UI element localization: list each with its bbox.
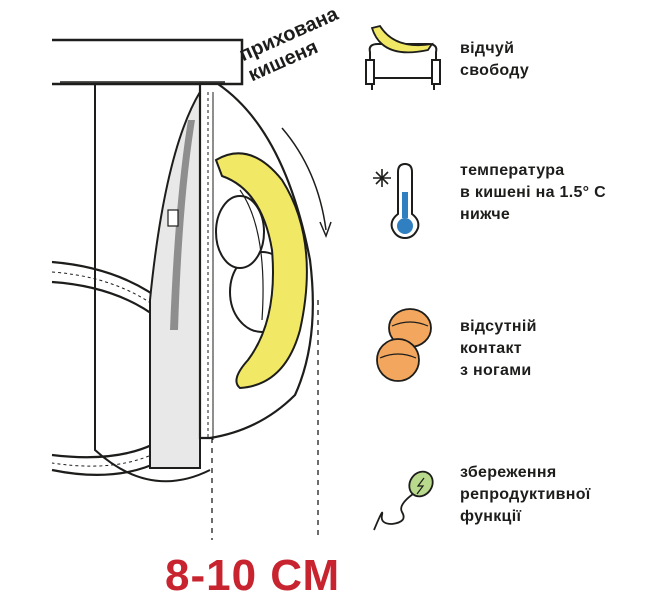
feature-no-contact-text: відсутній контакт з ногами bbox=[460, 318, 537, 379]
feature-freedom-text: відчуй свободу bbox=[460, 40, 530, 79]
pocket-size-label: 8-10 СМ bbox=[165, 551, 341, 600]
feature-temperature-text: температура в кишені на 1.5° С нижче bbox=[460, 162, 606, 223]
feature-reproductive-text: збереження репродуктивної функції bbox=[460, 464, 591, 525]
two-balls-icon bbox=[376, 308, 432, 382]
sperm-cell-icon bbox=[373, 470, 434, 531]
banana-sofa-icon bbox=[365, 24, 441, 90]
thermometer-snowflake-icon bbox=[373, 162, 420, 240]
